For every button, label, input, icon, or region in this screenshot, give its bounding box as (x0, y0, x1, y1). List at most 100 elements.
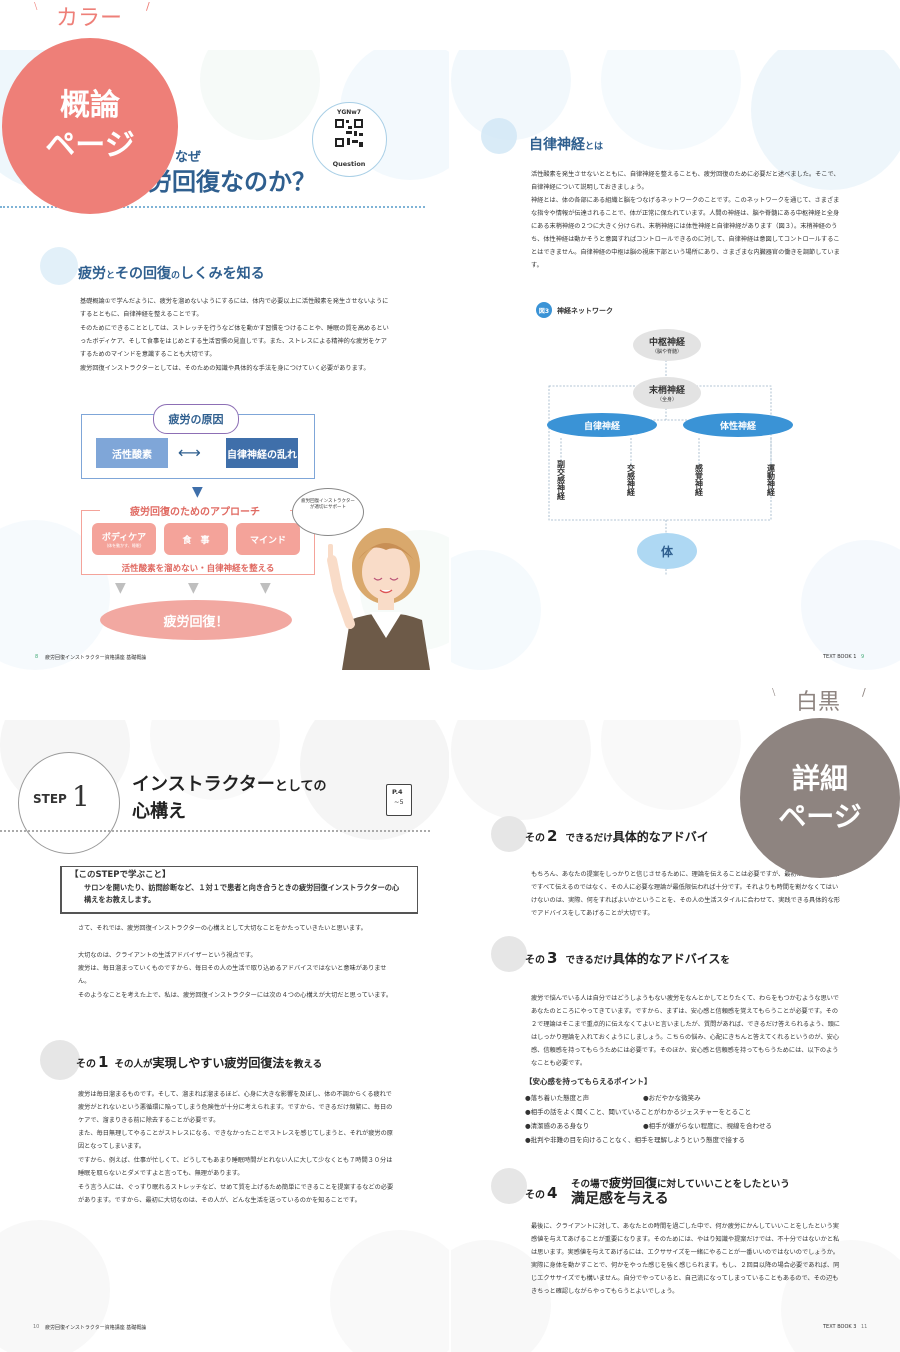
qr-caption: Question (332, 160, 366, 168)
section-4-body: 最後に、クライアントに対して、あなたとの時間を過ごした中で、何か疲労にかんしてい… (531, 1223, 840, 1295)
overview-badge-line1: 概論 (60, 88, 120, 123)
ref-range: ~5 (394, 798, 404, 806)
qr-code-icon (334, 118, 364, 148)
decor-bubble (751, 50, 900, 190)
footer-page-number: 10 (33, 1324, 40, 1330)
mono-label: 白黒 (796, 690, 841, 715)
footer-title: 疲労回復インストラクター資格講座 基礎概論 (45, 1325, 147, 1331)
speech-bubble (292, 488, 364, 536)
slash-right-icon: / (146, 0, 150, 13)
section-1-paragraph-3: ですから、例えば、仕事が忙しくて、どうしてもあまり睡眠時間がとれない人に大して少… (78, 1157, 393, 1177)
section-heading: 疲労とその回復のしくみを知る (78, 266, 265, 282)
intro-paragraph-3: 疲労は、毎日溜まっていくものですから、毎日その人の生活で取り込めるアドバイスでは… (78, 965, 387, 985)
approach-title: 疲労回復のためのアプローチ (100, 503, 290, 518)
learn-title: 【このSTEPで学ぶこと】 (70, 870, 171, 880)
title-divider (0, 206, 425, 208)
heading-bubble (491, 936, 527, 972)
approach-bodycare: ボディケア (体を動かす、睡眠) (92, 523, 156, 555)
section-1-paragraph-2: また、毎日無理してやることがストレスになる、できなかったことでストレスを感じてし… (78, 1130, 393, 1150)
body-paragraph-1: 基礎概論①で学んだように、疲労を溜めないようにするには、体内で必要以上に活性酸素… (80, 298, 389, 318)
approach-goal: 活性酸素を溜めない・自律神経を整える (121, 564, 275, 574)
node-motor: 運動神経 (766, 464, 776, 496)
footer-page-number: 11 (861, 1324, 868, 1330)
cause-title: 疲労の原因 (168, 413, 224, 426)
decor-bubble (451, 550, 541, 670)
heading-bubble (40, 247, 78, 285)
heading-bubble (40, 1040, 80, 1080)
page-bottom-left: STEP 1 インストラクターとしての 心構え P.4 ~5 【このSTEPで学… (0, 720, 449, 1352)
decor-bubble (801, 540, 900, 670)
body-paragraph-3: 疲労回復インストラクターとしては、そのための知識や具体的な手法を身につけていく必… (80, 365, 370, 372)
footer-title: TEXT BOOK 3 (823, 1324, 857, 1330)
arrow-down-icon: ▼ (115, 580, 126, 596)
step-title-line1: インストラクターとしての (132, 774, 327, 795)
footer-page-number: 9 (861, 654, 865, 660)
step-title-line2: 心構え (132, 801, 186, 822)
cause-cloud (153, 404, 239, 434)
arrow-down-icon: ▼ (192, 484, 203, 500)
decor-bubble (200, 50, 320, 140)
slash-right-icon: / (862, 686, 866, 699)
page-title: 労回復なのか？ (148, 168, 316, 196)
section-2-body: もちろん、あなたの提案をしっかりと信じさせるために、理論を伝えることは必要ですが… (531, 871, 840, 917)
decor-bubble (330, 1230, 449, 1352)
figure-title: 神経ネットワーク (557, 307, 613, 315)
node-sensory: 感覚神経 (694, 464, 704, 496)
point-item: ●落ち着いた態度と声 (525, 1094, 590, 1102)
node-peripheral-nervous: 末梢神経（全身） (633, 377, 701, 409)
section-3-body: 疲労で悩んでいる人は自分ではどうしようもない疲労をなんとかしてとりたくて、わらを… (531, 995, 840, 1067)
heading-bubble (481, 118, 517, 154)
detail-badge: 詳細 ページ (740, 718, 900, 878)
heading-bubble (491, 1168, 527, 1204)
node-body: 体 (637, 533, 697, 569)
overview-badge: 概論 ページ (2, 38, 178, 214)
footer-title: 疲労回復インストラクター資格講座 基礎概論 (45, 655, 147, 661)
cause-autonomic-disorder: 自律神経の乱れ (226, 438, 298, 468)
footer-title: TEXT BOOK 1 (823, 654, 857, 660)
section-1-paragraph-4: そう言う人には、ぐっすり眠れるストレッチなど、せめて質を上げるため簡単にできるこ… (78, 1184, 394, 1204)
title-divider (0, 830, 430, 832)
figure-badge: 図3 (536, 302, 552, 318)
decor-bubble (601, 50, 741, 150)
step-number: 1 (72, 780, 90, 813)
qr-code-label: YGNw7 (336, 109, 361, 116)
body-paragraph-2: 神経とは、体の各部にある組織と脳をつなげるネットワークのことです。このネットワー… (531, 197, 840, 269)
node-sympathetic: 交感神経 (626, 464, 636, 496)
section-4-heading-line1: その場で疲労回復に対していいことをしたという (571, 1176, 790, 1190)
intro-paragraph-4: そのようなことを考えた上で、私は、疲労回復インストラクターには次の４つの心構えが… (78, 992, 393, 999)
approach-mind: マインド (236, 523, 300, 555)
approach-meal: 食 事 (164, 523, 228, 555)
title-small: なぜ (175, 150, 202, 165)
decor-bubble (601, 720, 741, 810)
overview-badge-line2: ページ (45, 128, 135, 163)
ref-page: P.4 (392, 788, 403, 796)
instructor-illustration (327, 528, 430, 670)
node-parasympathetic: 副交感神経 (556, 460, 566, 500)
section-heading: 自律神経とは (529, 137, 604, 153)
point-item: ●おだやかな微笑み (643, 1094, 701, 1102)
decor-bubble (0, 1220, 110, 1352)
heading-bubble (491, 816, 527, 852)
arrow-down-icon: ▼ (188, 580, 199, 596)
point-item: ●批判や非難の目を向けることなく、相手を理解しようという態度で接する (525, 1136, 745, 1144)
detail-badge-line2: ページ (778, 800, 862, 833)
arrow-down-icon: ▼ (260, 580, 271, 596)
learn-box (60, 866, 418, 914)
body-paragraph-1: 活性酸素を発生させないとともに、自律神経を整えることも、疲労回復のために必要だと… (531, 171, 840, 191)
book-icon (386, 784, 412, 816)
detail-badge-line1: 詳細 (791, 762, 848, 795)
step-label: STEP (33, 792, 67, 806)
point-item: ●相手の話をよく聞くこと、聞いていることがわかるジェスチャーをとること (525, 1108, 752, 1116)
node-somatic: 体性神経 (683, 413, 793, 437)
intro-paragraph-2: 大切なのは、クライアントの生活アドバイザーという視点です。 (78, 952, 257, 959)
slash-left-icon: ⧵ (34, 0, 38, 13)
section-1-paragraph-1: 疲労は毎日溜まるものです。そして、溜まれば溜まるほど、心身に大きな影響を及ぼし、… (78, 1091, 393, 1124)
learn-body: サロンを開いたり、訪問診断など、１対１で患者と向き合うときの疲労回復インストラク… (84, 883, 400, 904)
color-label: カラー (56, 6, 123, 31)
